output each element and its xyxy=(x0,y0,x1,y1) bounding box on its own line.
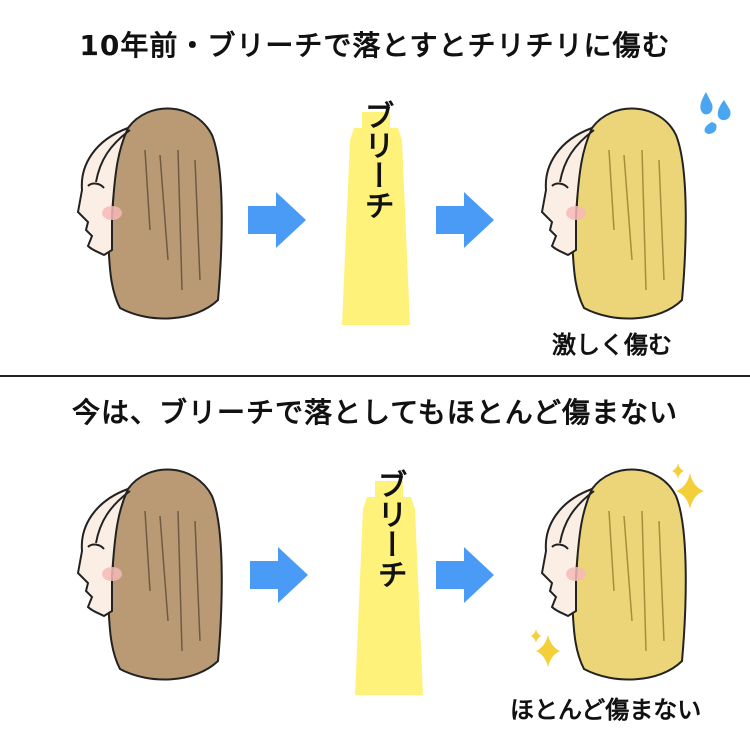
illustration-after: ブリーチ xyxy=(76,463,704,695)
panel-divider xyxy=(0,375,750,377)
panel-after: 今は、ブリーチで落としてもほとんど傷まない ブリーチ xyxy=(0,377,750,752)
woman-blonde-hair-icon xyxy=(540,107,687,320)
woman-blonde-hair-icon xyxy=(540,468,687,681)
arrow-right-icon xyxy=(250,547,308,603)
caption-minimal-damage: ほとんど傷まない xyxy=(510,696,702,724)
panel-before: 10年前・ブリーチで落とすとチリチリに傷む ブリーチ xyxy=(0,0,750,375)
bleach-tube-icon: ブリーチ xyxy=(342,100,410,325)
panel-title: 10年前・ブリーチで落とすとチリチリに傷む xyxy=(79,29,671,62)
tube-label: ブリーチ xyxy=(372,469,407,589)
illustration-before: ブリーチ xyxy=(76,92,731,325)
bleach-tube-icon: ブリーチ xyxy=(355,469,423,695)
sweat-drops-icon xyxy=(700,92,731,134)
arrow-right-icon xyxy=(436,192,494,248)
panel-title: 今は、ブリーチで落としてもほとんど傷まない xyxy=(72,396,678,429)
arrow-right-icon xyxy=(248,192,306,248)
arrow-right-icon xyxy=(436,547,494,603)
woman-brown-hair-icon xyxy=(76,107,223,320)
tube-label: ブリーチ xyxy=(359,100,394,220)
woman-brown-hair-icon xyxy=(76,468,223,681)
caption-damage: 激しく傷む xyxy=(552,331,672,359)
sparkle-icon xyxy=(531,463,704,667)
